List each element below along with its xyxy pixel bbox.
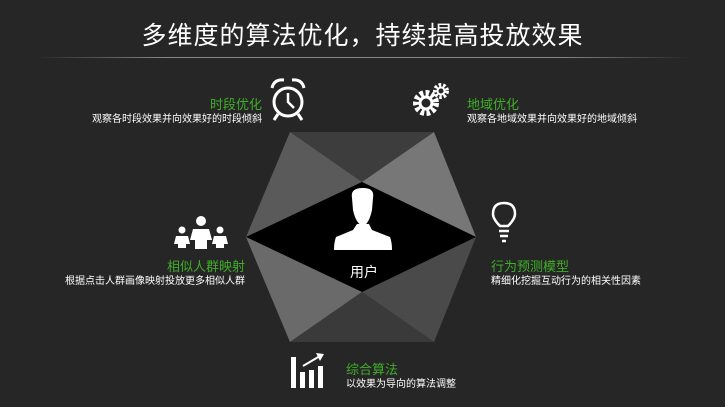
node-region-desc: 观察各地域效果并向效果好的地域倾斜 [467,114,637,126]
hexagon-upper-left-facet [246,132,362,237]
node-region-title: 地域优化 [467,98,520,113]
people-icon [174,216,228,249]
node-composite-algorithm: 综合算法 以效果为导向的算法调整 [346,363,456,392]
user-icon [334,188,392,250]
center-user-label: 用户 [350,265,378,281]
node-behavior-model: 行为预测模型 精细化挖掘互动行为的相关性因素 [491,260,641,289]
hexagon-bottom-facet [290,292,434,342]
hexagon-lower-left-facet [246,237,362,342]
node-time-optimization: 时段优化 观察各时段效果并向效果好的时段倾斜 [92,98,262,127]
node-crowd-mapping: 相似人群映射 根据点击人群画像映射投放更多相似人群 [65,260,245,289]
node-crowd-title: 相似人群映射 [166,260,245,275]
hexagon-lower-right-facet [362,237,476,342]
node-algo-desc: 以效果为导向的算法调整 [346,379,456,391]
node-behavior-title: 行为预测模型 [491,260,570,275]
bar-chart-icon [291,353,324,388]
hexagon-upper-right-facet [362,132,476,237]
page-title: 多维度的算法优化，持续提高投放效果 [141,21,584,50]
node-behavior-desc: 精细化挖掘互动行为的相关性因素 [491,276,641,288]
node-time-title: 时段优化 [209,98,262,113]
lightbulb-icon [491,201,517,243]
hexagon-top-facet [290,132,434,182]
title-divider [36,57,689,58]
node-crowd-desc: 根据点击人群画像映射投放更多相似人群 [65,276,245,288]
node-algo-title: 综合算法 [346,363,399,378]
node-region-optimization: 地域优化 观察各地域效果并向效果好的地域倾斜 [467,98,637,127]
node-time-desc: 观察各时段效果并向效果好的时段倾斜 [92,114,262,126]
alarm-clock-icon [270,78,306,121]
gears-icon [413,83,449,116]
